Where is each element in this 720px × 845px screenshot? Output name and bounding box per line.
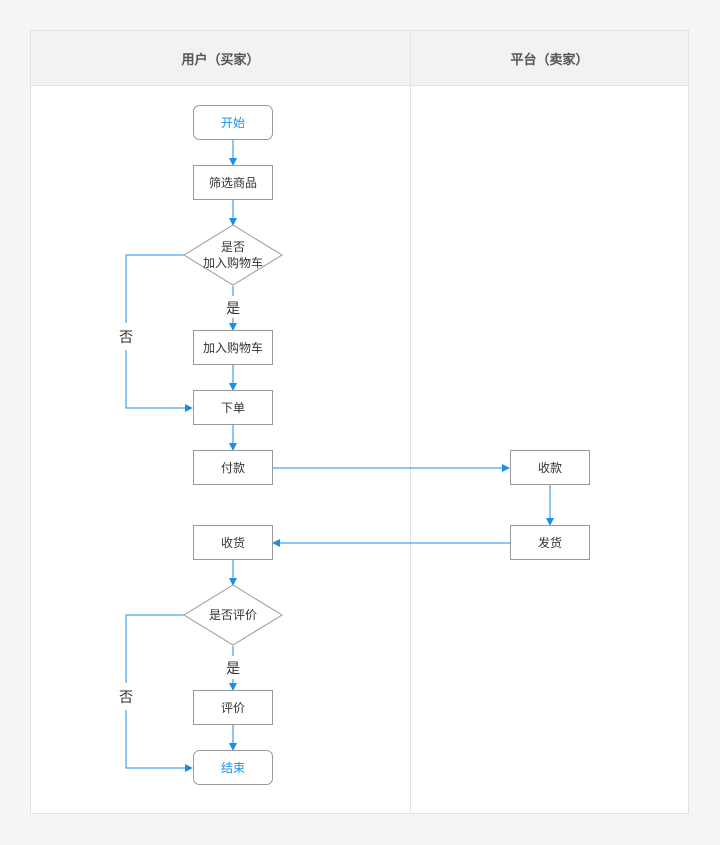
pay-node	[193, 450, 273, 485]
start-label: 开始	[221, 116, 245, 130]
review-decision-label: 是否评价	[209, 608, 257, 622]
edge-decision-no	[125, 254, 184, 323]
pay-label: 付款	[221, 461, 245, 475]
edge-label-no-2: 否	[119, 690, 133, 706]
filter-node	[193, 165, 273, 200]
edge-review-no-2	[125, 710, 193, 772]
edge-label-no-1: 否	[119, 330, 133, 346]
edge-label-yes-2: 是	[226, 661, 240, 677]
ship-label: 发货	[538, 535, 562, 550]
collect-label: 收款	[538, 461, 562, 475]
start-node	[193, 105, 273, 140]
review-node	[193, 690, 273, 725]
add-cart-node	[193, 330, 273, 365]
edge-decision-no-2	[125, 350, 193, 412]
flowchart-frame: 用户（买家） 平台（卖家）	[30, 30, 689, 814]
cart-decision-node	[183, 224, 283, 286]
collect-node	[510, 450, 590, 485]
review-label: 评价	[221, 701, 245, 715]
order-label: 下单	[221, 401, 245, 415]
receive-node	[193, 525, 273, 560]
ship-node	[510, 525, 590, 560]
review-decision-node	[183, 584, 283, 646]
filter-label: 筛选商品	[209, 175, 257, 190]
lane-header-buyer: 用户（买家）	[31, 31, 410, 86]
add-cart-label: 加入购物车	[203, 340, 263, 355]
cart-decision-label-1: 是否	[221, 240, 245, 254]
edge-review-no	[125, 614, 184, 683]
end-label: 结束	[221, 761, 245, 775]
order-node	[193, 390, 273, 425]
receive-label: 收货	[221, 535, 245, 550]
edge-label-yes-1: 是	[226, 301, 240, 317]
end-node	[193, 750, 273, 785]
lane-header-seller: 平台（卖家）	[411, 31, 688, 86]
lane-divider	[410, 31, 411, 813]
cart-decision-label-2: 加入购物车	[203, 255, 263, 270]
